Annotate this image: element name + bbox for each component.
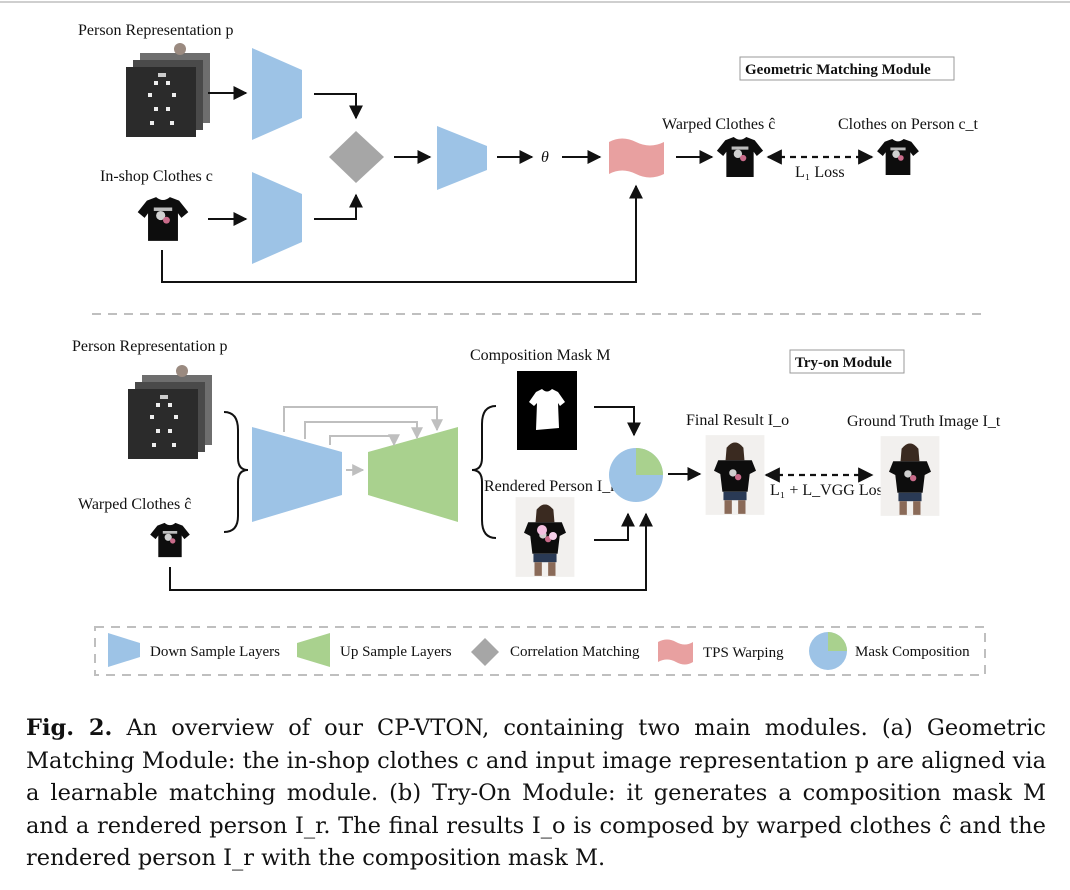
tom-left-brace: [223, 411, 249, 533]
gmm-clothes-on-person-image: [877, 138, 919, 176]
gmm-person-repr-label: Person Representation p: [78, 22, 234, 39]
tom-title: Try-on Module: [795, 355, 892, 371]
tom-warped-clothes-image: [150, 522, 190, 558]
tom-warped-label: Warped Clothes ĉ: [78, 496, 191, 513]
gmm-tps-warping: [609, 138, 664, 178]
gmm-target-label: Clothes on Person c_t: [838, 116, 979, 133]
mask-composition-icon-wedge: [828, 632, 847, 651]
tom-gt-label: Ground Truth Image I_t: [847, 413, 1001, 430]
gmm-loss-label: L₁ Loss: [795, 164, 845, 181]
gmm-correlation-diamond: [329, 131, 384, 183]
gmm-arrow-bottom-to-corr: [314, 193, 363, 220]
legend: Down Sample Layers Up Sample Layers Corr…: [94, 626, 986, 676]
tom-section: Person Representation p Warped Clothes ĉ…: [72, 338, 1001, 591]
tom-skip-1: [283, 406, 443, 432]
gmm-arrow-clothes-skip: [161, 184, 643, 283]
gmm-person-repr-image: [126, 43, 210, 137]
tom-down-sample: [252, 427, 342, 522]
gmm-theta-label: θ: [541, 149, 549, 166]
gmm-inshop-clothes-image: [137, 197, 189, 241]
caption-figure-number: Fig. 2.: [26, 715, 113, 741]
legend-up-sample-label: Up Sample Layers: [340, 644, 452, 660]
tom-arrow-mask-to-comp: [594, 406, 641, 437]
legend-down-sample-label: Down Sample Layers: [150, 644, 280, 660]
gmm-regression-down-sample: [437, 126, 487, 190]
gmm-title: Geometric Matching Module: [745, 62, 931, 78]
up-sample-icon: [297, 633, 330, 667]
legend-tps-label: TPS Warping: [703, 645, 784, 661]
tom-arrow-rendered-to-comp: [594, 512, 635, 541]
tom-mask-shape: [529, 389, 565, 430]
tom-ground-truth-image: [880, 436, 940, 516]
tom-arrow-warped-skip: [169, 512, 653, 591]
gmm-down-sample-bottom: [252, 172, 302, 264]
gmm-inshop-label: In-shop Clothes c: [100, 168, 213, 185]
gmm-title-box: [739, 56, 955, 81]
gmm-warped-label: Warped Clothes ĉ: [662, 116, 775, 133]
tom-loss-label: L₁ + L_VGG Loss: [770, 482, 889, 499]
tom-rendered-artifact-2: [549, 532, 557, 540]
tom-rendered-label: Rendered Person I_r: [484, 478, 616, 495]
tps-icon: [658, 639, 693, 665]
tom-up-sample: [368, 427, 458, 522]
tom-rendered-person-image: [515, 497, 575, 577]
tom-right-brace: [471, 405, 497, 539]
figure-caption: Fig. 2. An overview of our CP-VTON, cont…: [26, 712, 1046, 875]
legend-mask-composition-label: Mask Composition: [855, 644, 970, 660]
gmm-down-sample-top: [252, 48, 302, 140]
legend-frame: [94, 626, 986, 676]
tom-final-result-image: [705, 435, 765, 515]
tom-skip-3: [329, 434, 400, 447]
tom-mask-composition-wedge: [636, 448, 663, 475]
caption-text: An overview of our CP-VTON, containing t…: [26, 715, 1046, 871]
tom-person-repr-label: Person Representation p: [72, 338, 228, 355]
gmm-section: Person Representation p In-shop Clothes …: [78, 22, 979, 283]
down-sample-icon: [108, 633, 140, 667]
tom-skip-2: [304, 421, 423, 440]
tom-rendered-artifact-1: [537, 525, 547, 535]
gmm-arrow-top-to-corr: [314, 93, 363, 120]
gmm-warped-clothes-image: [716, 137, 764, 177]
tom-title-box: [789, 349, 905, 374]
tom-mask-label: Composition Mask M: [470, 347, 610, 364]
tom-person-repr-image: [128, 365, 212, 459]
legend-correlation-label: Correlation Matching: [510, 644, 640, 660]
tom-final-label: Final Result I_o: [686, 412, 789, 429]
correlation-icon: [471, 638, 499, 666]
